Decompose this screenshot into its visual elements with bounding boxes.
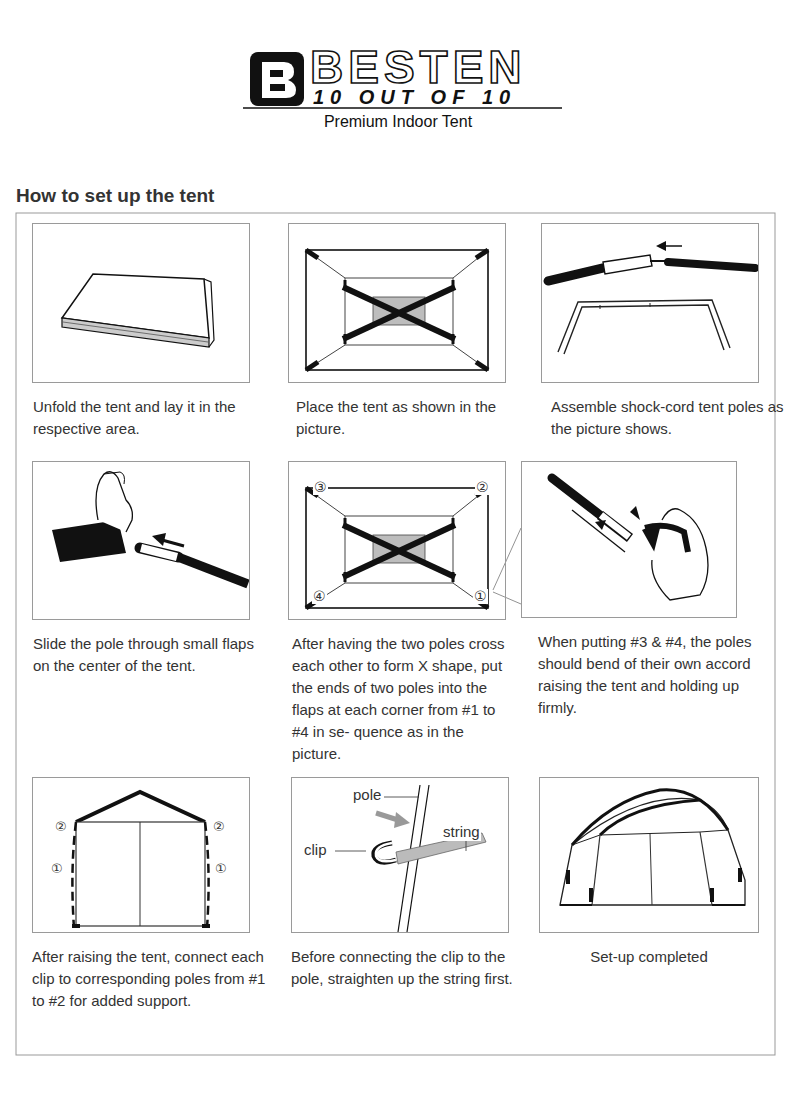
picture-frame (521, 461, 737, 618)
brand-name: BESTEN (310, 42, 527, 93)
callout-number: ① (214, 862, 228, 876)
product-name: Premium Indoor Tent (324, 113, 472, 131)
step-caption: Place the tent as shown in the picture. (296, 396, 514, 440)
step-panel: When putting #3 & #4, the poles should b… (521, 461, 737, 719)
tent-layout (306, 488, 488, 608)
step-caption: After raising the tent, connect each cli… (32, 946, 268, 1012)
outer-frame (16, 213, 775, 1055)
step-caption: When putting #3 & #4, the poles should b… (538, 631, 774, 719)
callout-number: ② (54, 820, 68, 834)
step-panel: After having the two poles cross each ot… (288, 461, 506, 765)
part-label: pole (352, 787, 382, 804)
callout-number: ④ (312, 589, 327, 604)
tent-layout (306, 250, 488, 370)
picture-frame (541, 223, 759, 383)
step-caption: Set-up completed (539, 946, 759, 968)
step-panel: After raising the tent, connect each cli… (32, 777, 250, 1012)
raised-tent-front (72, 792, 210, 928)
part-label: clip (303, 842, 328, 859)
step-panel: Set-up completed (539, 777, 759, 968)
step-panel: Before connecting the clip to the pole, … (291, 777, 509, 990)
pole-through-flap (52, 472, 248, 584)
callout-number: ② (475, 480, 490, 495)
picture-frame (539, 777, 759, 933)
step-panel: Slide the pole through small flaps on th… (32, 461, 250, 677)
step-caption: After having the two poles cross each ot… (292, 633, 514, 765)
completed-tent (560, 790, 745, 905)
section-title: How to set up the tent (16, 186, 214, 207)
step-panel: Unfold the tent and lay it in the respec… (32, 223, 250, 440)
callout-number: ② (212, 820, 226, 834)
step-caption: Unfold the tent and lay it in the respec… (33, 396, 265, 440)
part-label: string (442, 824, 481, 841)
callout-number: ① (473, 589, 488, 604)
pole-into-corner-flap (552, 478, 708, 600)
pole-assembly (548, 241, 755, 354)
brand-slogan: 10 OUT OF 10 (313, 86, 516, 108)
step-caption: Assemble shock-cord tent poles as the pi… (551, 396, 787, 440)
step-panel: Assemble shock-cord tent poles as the pi… (541, 223, 759, 440)
callout-number: ③ (313, 480, 328, 495)
callout-number: ① (50, 862, 64, 876)
folded-tent (62, 274, 214, 347)
picture-frame (32, 461, 250, 620)
picture-frame (32, 777, 250, 933)
picture-frame (32, 223, 250, 383)
picture-frame (288, 223, 506, 383)
step-panel: Place the tent as shown in the picture. (288, 223, 506, 440)
clip-on-pole (335, 785, 486, 932)
corner-leader (493, 528, 521, 604)
step-caption: Before connecting the clip to the pole, … (291, 946, 513, 990)
step-caption: Slide the pole through small flaps on th… (33, 633, 265, 677)
